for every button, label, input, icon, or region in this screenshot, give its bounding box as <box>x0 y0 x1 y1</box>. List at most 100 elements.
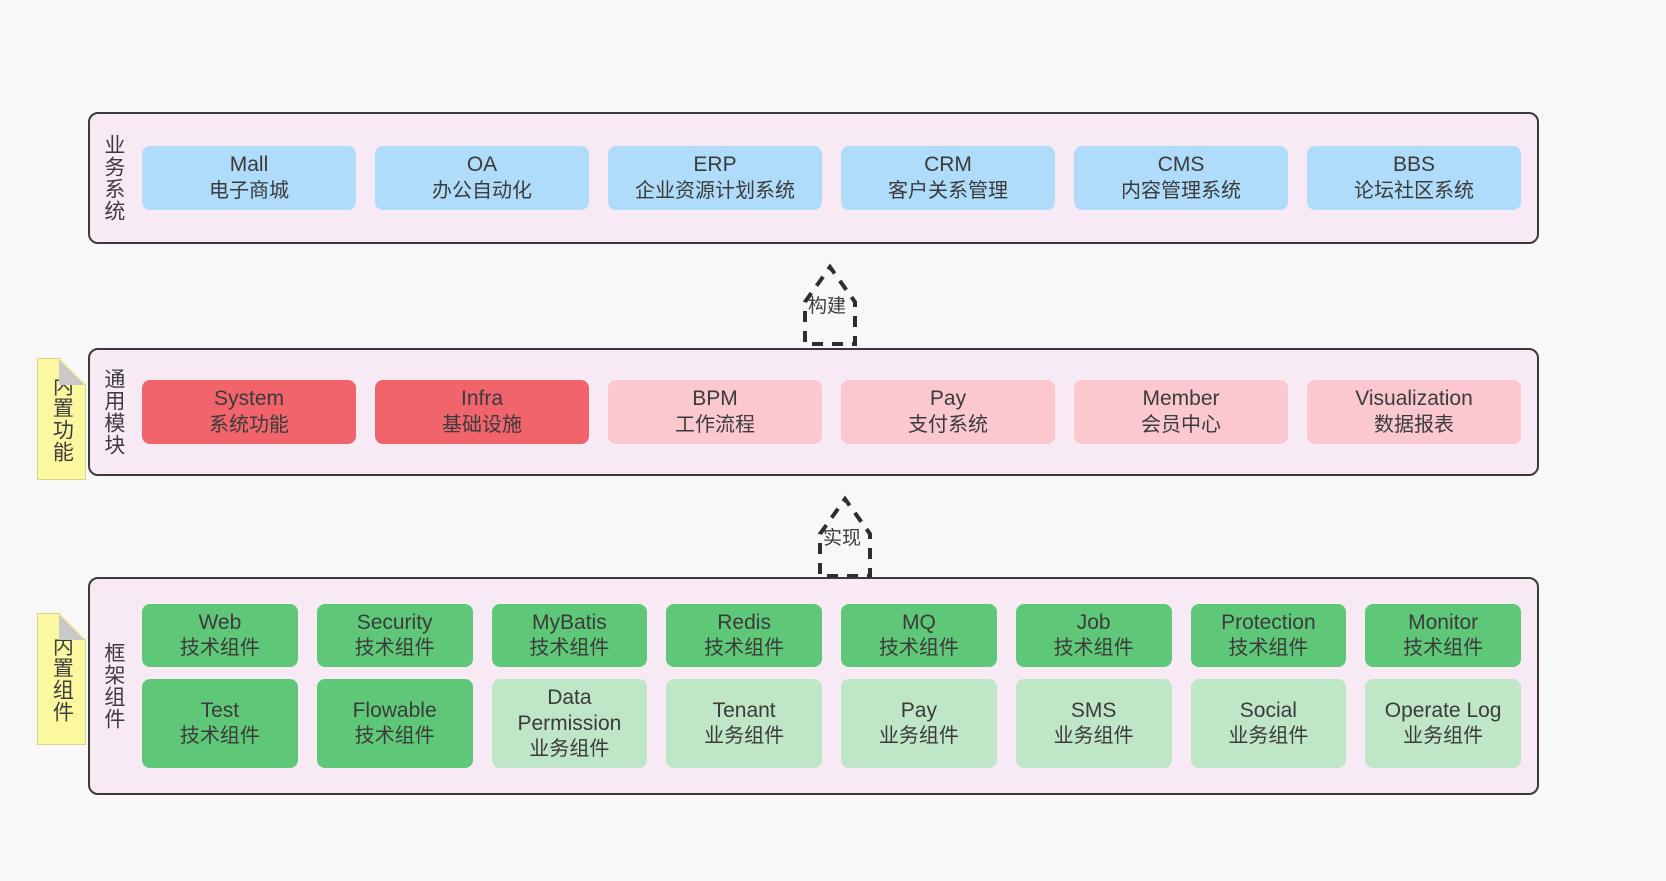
node-erp[interactable]: ERP 企业资源计划系统 <box>608 146 822 210</box>
node-tenant[interactable]: Tenant 业务组件 <box>666 678 822 769</box>
node-social[interactable]: Social 业务组件 <box>1190 678 1347 769</box>
node-pay-component[interactable]: Pay 业务组件 <box>841 678 997 769</box>
node-title-en: Tenant <box>712 699 776 722</box>
node-title-cn: 技术组件 <box>529 636 610 659</box>
node-title-cn: 技术组件 <box>179 636 260 659</box>
node-job[interactable]: Job 技术组件 <box>1015 603 1172 667</box>
node-title-cn: 业务组件 <box>1053 725 1134 748</box>
node-title-en: CMS <box>1157 153 1205 177</box>
node-title-cn: 内容管理系统 <box>1121 179 1241 202</box>
layer-framework-components: 框架组件 Web 技术组件 Security 技术组件 MyBatis 技术组件… <box>88 577 1539 795</box>
node-flowable[interactable]: Flowable 技术组件 <box>316 678 473 769</box>
node-title-en: Infra <box>460 387 504 411</box>
node-title-en: MQ <box>901 610 936 634</box>
node-row: Web 技术组件 Security 技术组件 MyBatis 技术组件 Redi… <box>142 603 1521 667</box>
node-cms[interactable]: CMS 内容管理系统 <box>1074 146 1288 210</box>
node-row: System 系统功能 Infra 基础设施 BPM 工作流程 Pay 支付系统… <box>142 380 1521 444</box>
node-title-cn: 办公自动化 <box>432 179 532 202</box>
node-title-en: CRM <box>924 153 972 177</box>
node-data-permission[interactable]: Data Permission 业务组件 <box>491 678 648 769</box>
node-title-en: BPM <box>692 387 738 411</box>
node-title-cn: 业务组件 <box>529 738 610 761</box>
node-title-cn: 基础设施 <box>442 413 522 436</box>
node-title-cn: 技术组件 <box>354 636 435 659</box>
node-mybatis[interactable]: MyBatis 技术组件 <box>491 603 648 667</box>
node-visualization[interactable]: Visualization 数据报表 <box>1307 380 1521 444</box>
node-title-cn: 技术组件 <box>704 636 785 659</box>
node-title-en: System <box>213 387 284 411</box>
node-title-en: Web <box>198 610 242 634</box>
node-title-cn: 论坛社区系统 <box>1354 179 1474 202</box>
node-title-cn: 技术组件 <box>1403 636 1484 659</box>
layer-common-modules-body: System 系统功能 Infra 基础设施 BPM 工作流程 Pay 支付系统… <box>136 350 1537 474</box>
node-title-cn: 业务组件 <box>1403 725 1484 748</box>
node-title-en: Pay <box>900 699 937 722</box>
layer-business-systems-body: Mall 电子商城 OA 办公自动化 ERP 企业资源计划系统 CRM 客户关系… <box>136 114 1537 242</box>
node-redis[interactable]: Redis 技术组件 <box>666 603 822 667</box>
node-test[interactable]: Test 技术组件 <box>142 678 298 769</box>
node-title-cn: 技术组件 <box>179 725 260 748</box>
node-web[interactable]: Web 技术组件 <box>142 603 298 667</box>
node-title-en: OA <box>466 153 498 177</box>
node-title-cn: 企业资源计划系统 <box>635 179 795 202</box>
node-title-en: Flowable <box>352 699 437 722</box>
node-title-en: Job <box>1076 610 1111 634</box>
side-note-label: 内置功能 <box>50 375 74 463</box>
node-title-en: Mall <box>229 153 269 177</box>
node-title-cn: 业务组件 <box>704 725 785 748</box>
node-title-cn: 技术组件 <box>1228 636 1309 659</box>
node-title-en: Pay <box>929 387 967 411</box>
connector-build-label: 构建 <box>808 296 847 317</box>
node-title-en: Protection <box>1221 610 1316 634</box>
node-monitor[interactable]: Monitor 技术组件 <box>1365 603 1521 667</box>
layer-business-systems-title: 业务系统 <box>101 134 125 222</box>
node-crm[interactable]: CRM 客户关系管理 <box>841 146 1055 210</box>
node-pay-module[interactable]: Pay 支付系统 <box>841 380 1055 444</box>
connector-implement-label: 实现 <box>823 528 862 549</box>
node-title-en: Security <box>356 610 433 634</box>
layer-framework-components-title: 框架组件 <box>101 642 125 730</box>
node-title-cn: 数据报表 <box>1374 413 1454 436</box>
node-title-en: Social <box>1239 699 1297 722</box>
node-bbs[interactable]: BBS 论坛社区系统 <box>1307 146 1521 210</box>
node-bpm[interactable]: BPM 工作流程 <box>608 380 822 444</box>
node-mq[interactable]: MQ 技术组件 <box>841 603 997 667</box>
node-operate-log[interactable]: Operate Log 业务组件 <box>1365 678 1521 769</box>
layer-business-systems: 业务系统 Mall 电子商城 OA 办公自动化 ERP 企业资源计划系统 CRM… <box>88 112 1539 244</box>
node-title-cn: 技术组件 <box>878 636 959 659</box>
side-note-label: 内置组件 <box>50 635 74 723</box>
node-sms[interactable]: SMS 业务组件 <box>1015 678 1172 769</box>
node-title-cn: 会员中心 <box>1141 413 1221 436</box>
node-title-en: SMS <box>1070 699 1117 722</box>
node-title-cn: 客户关系管理 <box>888 179 1008 202</box>
node-title-en: Operate Log <box>1384 699 1502 722</box>
node-title-cn: 工作流程 <box>675 413 755 436</box>
node-title-cn: 电子商城 <box>209 179 289 202</box>
node-title-en: Redis <box>717 610 771 634</box>
node-system[interactable]: System 系统功能 <box>142 380 356 444</box>
side-note-builtin-functions: 内置功能 <box>37 358 86 480</box>
side-note-builtin-components: 内置组件 <box>37 613 86 745</box>
node-title-en: Monitor <box>1408 610 1479 634</box>
node-row: Mall 电子商城 OA 办公自动化 ERP 企业资源计划系统 CRM 客户关系… <box>142 146 1521 210</box>
node-title-cn: 业务组件 <box>1228 725 1309 748</box>
node-row: Test 技术组件 Flowable 技术组件 Data Permission … <box>142 678 1521 769</box>
node-infra[interactable]: Infra 基础设施 <box>375 380 589 444</box>
node-protection[interactable]: Protection 技术组件 <box>1190 603 1347 667</box>
node-mall[interactable]: Mall 电子商城 <box>142 146 356 210</box>
node-security[interactable]: Security 技术组件 <box>316 603 473 667</box>
note-fold-corner-icon <box>59 359 85 385</box>
node-title-cn: 支付系统 <box>908 413 988 436</box>
layer-common-modules: 通用模块 System 系统功能 Infra 基础设施 BPM 工作流程 Pay… <box>88 348 1539 476</box>
node-oa[interactable]: OA 办公自动化 <box>375 146 589 210</box>
node-member[interactable]: Member 会员中心 <box>1074 380 1288 444</box>
node-title-en: Test <box>200 699 240 722</box>
node-title-cn: 技术组件 <box>354 725 435 748</box>
node-title-en: ERP <box>693 153 737 177</box>
note-fold-corner-icon <box>59 614 85 640</box>
node-title-en: BBS <box>1392 153 1436 177</box>
node-title-en: Visualization <box>1355 387 1473 411</box>
node-title-en: Data Permission <box>517 685 622 736</box>
layer-framework-components-body: Web 技术组件 Security 技术组件 MyBatis 技术组件 Redi… <box>136 579 1537 793</box>
node-title-en: MyBatis <box>532 610 607 634</box>
